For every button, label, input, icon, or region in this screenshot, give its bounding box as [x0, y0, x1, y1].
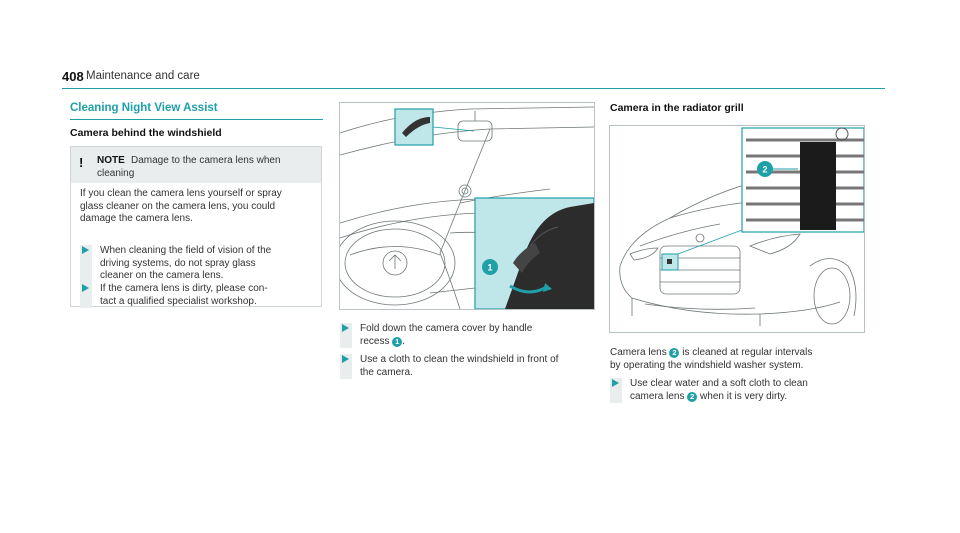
car-front-illustration: 2 — [619, 127, 864, 326]
step-text: Use clear water and a soft cloth to clea… — [630, 378, 808, 403]
badge-2-inline: 2 — [669, 348, 680, 358]
step-word: when it is very dirty. — [700, 390, 788, 402]
step-line: Use clear water and a soft cloth to clea… — [630, 378, 808, 389]
note-box: ! NOTE Damage to the camera lens when cl… — [70, 146, 322, 308]
badge-1: 1 — [487, 263, 492, 273]
note-label: NOTE — [97, 155, 125, 166]
step-line: the camera. — [360, 366, 413, 378]
paragraph-word: Camera lens — [610, 347, 667, 358]
step-text: Use a cloth to clean the windshield in f… — [360, 354, 558, 379]
note-body-line: glass cleaner on the camera lens, you co… — [80, 200, 276, 212]
arrow-right-icon — [612, 379, 619, 387]
bullet-bar — [340, 354, 352, 379]
warning-icon: ! — [79, 155, 84, 170]
step-line: Use a cloth to clean the windshield in f… — [360, 354, 559, 365]
interior-illustration: 1 — [340, 106, 594, 309]
note-heading-line2: cleaning — [97, 168, 135, 179]
radiator-grill-paragraph: Camera lens 2 is cleaned at regular inte… — [610, 347, 812, 372]
note-heading-line1: Damage to the camera lens when — [131, 155, 281, 166]
bullet-bar — [610, 378, 622, 403]
arrow-right-icon — [342, 355, 349, 363]
bullet-text: When cleaning the field of vision of the… — [100, 245, 271, 283]
figure-radiator-grill-camera: 2 — [609, 125, 865, 333]
header-rule — [62, 88, 885, 89]
bullet-bar — [80, 245, 92, 283]
step-word: recess — [360, 335, 390, 347]
arrow-right-icon — [82, 284, 89, 292]
badge-2-inline: 2 — [687, 391, 698, 402]
paragraph-word: is cleaned at regular intervals — [682, 347, 813, 358]
arrow-right-icon — [342, 324, 349, 332]
title-rule — [70, 119, 323, 120]
badge-2: 2 — [762, 165, 767, 175]
note-header: ! NOTE Damage to the camera lens when cl… — [71, 147, 321, 183]
bullet-line: If the camera lens is dirty, please con- — [100, 283, 268, 294]
step-line: camera lens 2 when it is very dirty. — [630, 391, 808, 404]
section-title: Maintenance and care — [86, 70, 200, 82]
arrow-right-icon — [82, 246, 89, 254]
badge-1-inline: 1 — [392, 336, 403, 347]
step-line: Fold down the camera cover by handle — [360, 323, 533, 334]
paragraph-line: by operating the windshield washer syste… — [610, 359, 804, 371]
article-title: Cleaning Night View Assist — [70, 102, 218, 114]
step-line: recess 1. — [360, 335, 406, 347]
bullet-bar — [340, 323, 352, 348]
paragraph-line: Camera lens 2 is cleaned at regular inte… — [610, 347, 812, 360]
note-body-line: If you clean the camera lens yourself or… — [80, 188, 282, 199]
bullet-line: driving systems, do not spray glass — [100, 257, 256, 269]
bullet-line: When cleaning the field of vision of the — [100, 245, 272, 256]
step-word: camera lens — [630, 390, 685, 402]
subheading-radiator-grill: Camera in the radiator grill — [610, 102, 744, 114]
page-number: 408 — [62, 69, 84, 84]
step-text: Fold down the camera cover by handle rec… — [360, 323, 532, 348]
bullet-bar — [80, 283, 92, 308]
subheading-windshield: Camera behind the windshield — [70, 127, 222, 139]
figure-windshield-camera: 1 — [339, 102, 595, 310]
bullet-text: If the camera lens is dirty, please con-… — [100, 283, 268, 308]
note-body-line: damage the camera lens. — [80, 213, 193, 224]
bullet-line: cleaner on the camera lens. — [100, 270, 224, 281]
bullet-line: tact a qualified specialist workshop. — [100, 295, 257, 307]
note-body: If you clean the camera lens yourself or… — [80, 188, 316, 226]
